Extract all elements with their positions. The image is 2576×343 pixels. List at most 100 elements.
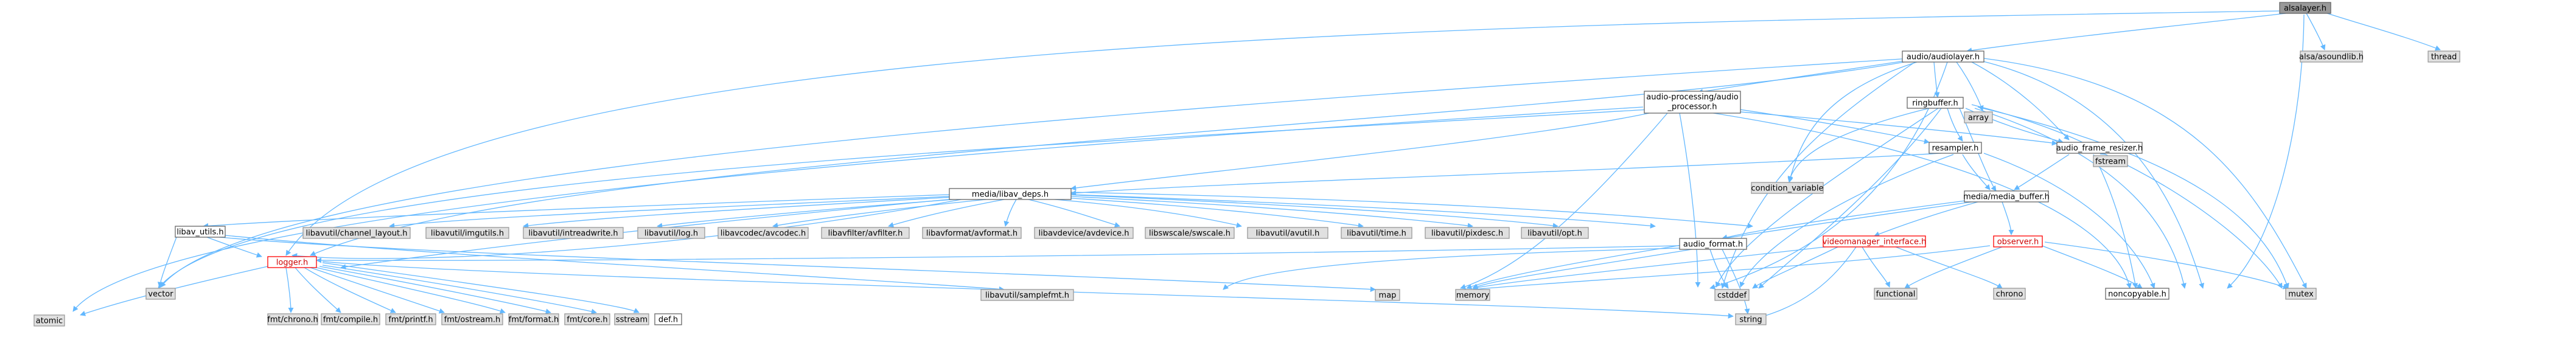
node-label: fstream [2095, 158, 2126, 167]
node-ringbuffer[interactable]: ringbuffer.h [1907, 97, 1964, 109]
edge-resampler-noncopyable [1983, 153, 2155, 289]
edge-logger-fmtcore [319, 266, 551, 314]
node-label: vector [148, 290, 173, 299]
node-label: libavutil/log.h [644, 229, 698, 238]
node-audiolayer[interactable]: audio/audiolayer.h [1902, 50, 1984, 63]
node-label: logger.h [276, 258, 309, 268]
edge-audiolayer-vector [160, 58, 1911, 288]
edge-libavutils-samplefmt [218, 234, 1005, 292]
node-box [175, 226, 226, 238]
node-box [1714, 289, 1750, 301]
node-fmt-compile: fmt/compile.h [321, 313, 380, 325]
edge-libavdeps-log [772, 198, 999, 229]
edge-ringbuffer-map [1758, 108, 1942, 289]
node-map: map [1375, 289, 1400, 301]
node-box [1425, 227, 1510, 239]
edge-logger-string [322, 261, 1734, 319]
node-label: fmt/chrono.h [267, 316, 318, 325]
node-box [1341, 227, 1412, 239]
edge-audioformat-cstddef [1709, 249, 1729, 289]
node-logger[interactable]: logger.h [267, 256, 317, 268]
edge-audiolayer-noncopyable [1980, 60, 2205, 289]
edge-observer-functional [1904, 246, 2003, 289]
edge-logger-fmtostream [310, 267, 445, 314]
node-time: libavutil/time.h [1341, 227, 1412, 239]
node-box [1455, 289, 1490, 301]
node-atomic: atomic [33, 314, 65, 327]
node-box [1874, 288, 1918, 300]
node-label: libavdevice/avdevice.h [1039, 229, 1129, 238]
node-libav-deps[interactable]: media/libav_deps.h [949, 188, 1072, 200]
edge-libavdeps-avformat [1028, 199, 1120, 228]
node-mutex: mutex [2285, 288, 2317, 300]
edge-app-resampler [1697, 103, 1930, 144]
node-audio-format[interactable]: audio_format.h [1679, 238, 1747, 250]
edge-vmi-map [1752, 246, 1838, 289]
edge-libavdeps-avdevice [1040, 198, 1242, 228]
node-label: libavutil/avutil.h [1256, 229, 1320, 238]
node-app-line1[interactable]: audio-processing/audio [1644, 91, 1741, 114]
node-box [2428, 50, 2460, 63]
edge-logger-fmtformat [316, 267, 506, 314]
node-resampler[interactable]: resampler.h [1929, 142, 1982, 154]
node-def[interactable]: def.h [654, 313, 682, 325]
edge-app-afr [1697, 108, 2058, 146]
edge-app-libavdeps [1070, 113, 1650, 191]
node-box [508, 313, 559, 325]
node-app-line2[interactable]: _processor.h [1667, 103, 1717, 112]
node-label: libavformat/avformat.h [926, 229, 1017, 238]
node-alsalayer[interactable]: alsalayer.h [2279, 2, 2331, 14]
edge-mediabuffer-audioformat [1722, 200, 1966, 240]
node-label: mutex [2288, 290, 2314, 299]
node-label: fmt/compile.h [323, 316, 378, 325]
node-vmi[interactable]: videomanager_interface.h [1823, 235, 1927, 248]
node-afr[interactable]: audio_frame_resizer.h [2056, 142, 2143, 154]
node-box [321, 313, 380, 325]
node-opt: libavutil/opt.h [1521, 227, 1589, 239]
node-label: alsa/asoundlib.h [2299, 53, 2364, 62]
node-chrono: chrono [1993, 288, 2026, 300]
node-swscale: libswscale/swscale.h [1145, 227, 1235, 239]
node-media-buffer[interactable]: media/media_buffer.h [1963, 190, 2050, 203]
node-avformat: libavformat/avformat.h [922, 227, 1022, 239]
node-label: libavutil/opt.h [1527, 229, 1582, 238]
node-label: libavutil/samplefmt.h [985, 291, 1069, 300]
edge-libavutils-vector [157, 237, 177, 288]
node-fstream: fstream [2093, 155, 2128, 167]
node-fmt-ostream: fmt/ostream.h [441, 313, 503, 325]
node-box [1964, 190, 2049, 203]
edge-libavdeps-logger [291, 198, 968, 259]
edge-logger-fmtcompile [295, 267, 341, 313]
node-memory: memory [1455, 289, 1490, 301]
node-box [1375, 289, 1400, 301]
node-fmt-chrono: fmt/chrono.h [267, 313, 318, 325]
node-label: libavutil/time.h [1347, 229, 1406, 238]
node-box [267, 313, 318, 325]
edge-audioformat-samplefmt [1223, 248, 1680, 290]
node-box [145, 288, 176, 300]
edge-libavdeps-avfilter [1004, 199, 1017, 227]
node-box [654, 313, 682, 325]
node-box [2056, 142, 2143, 154]
edge-alsalayer-audiolayer [1966, 13, 2286, 54]
node-box [1902, 50, 1984, 63]
node-string: string [1735, 313, 1767, 325]
node-label: cstddef [1717, 291, 1747, 300]
node-libav-utils[interactable]: libav_utils.h [175, 226, 226, 238]
node-noncopyable[interactable]: noncopyable.h [2105, 288, 2169, 300]
edge-resampler-mediabuffer [1962, 154, 1991, 190]
node-box [33, 314, 65, 327]
node-label: condition_variable [1751, 184, 1823, 193]
edge-alsalayer-noncopyable [2227, 14, 2305, 289]
edge-audiolayer-array [1956, 61, 1984, 111]
node-observer[interactable]: observer.h [1993, 235, 2043, 248]
node-avfilter: libavfilter/avfilter.h [821, 227, 910, 239]
node-box [425, 227, 509, 239]
edge-vmi-string [1752, 246, 1857, 321]
node-box [949, 188, 1072, 200]
node-ch-layout: libavutil/channel_layout.h [302, 227, 411, 239]
node-fmt-core: fmt/core.h [564, 313, 610, 325]
node-label: media/libav_deps.h [972, 190, 1049, 199]
node-avutil: libavutil/avutil.h [1247, 227, 1328, 239]
